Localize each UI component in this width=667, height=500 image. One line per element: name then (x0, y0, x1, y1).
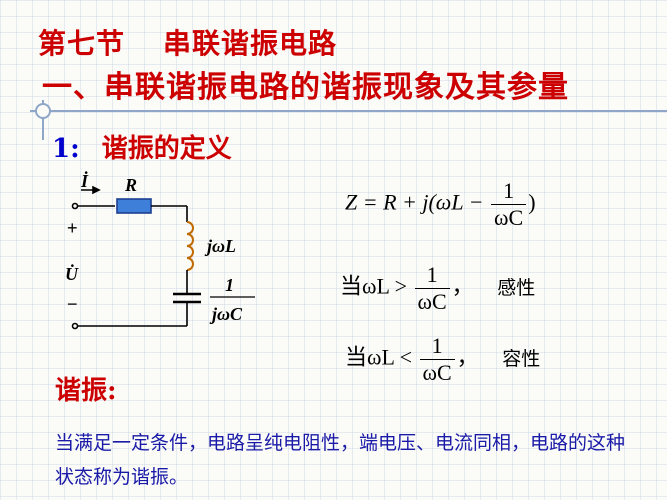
resistor (116, 198, 152, 214)
decorative-line-horizontal (30, 110, 667, 112)
inductive-label: 感性 (497, 276, 536, 299)
capacitive-fraction-denominator: ωC (422, 360, 452, 385)
current-label: İ (80, 170, 89, 191)
impedance-formula-suffix: ) (528, 189, 536, 215)
inductive-fraction-denominator: ωC (417, 289, 447, 314)
capacitive-label: 容性 (502, 347, 541, 370)
polarity-minus: − (67, 294, 78, 314)
voltage-label: U̇ (65, 263, 79, 284)
capacitive-comma: ， (456, 344, 479, 370)
resistor-label: R (124, 175, 137, 195)
page-heading: 一、串联谐振电路的谐振现象及其参量 (42, 70, 569, 105)
inductor-label: jωL (204, 236, 236, 256)
impedance-fraction-numerator: 1 (491, 178, 527, 205)
subheading-number: 1: (52, 134, 80, 164)
terminal-bottom (71, 322, 79, 330)
capacitor-label-denominator: jωC (209, 304, 243, 324)
subheading: 1: 谐振的定义 (52, 128, 232, 165)
inductive-condition-prefix: 当ωL > (340, 273, 408, 299)
inductive-fraction-numerator: 1 (414, 262, 450, 289)
series-rlc-circuit-diagram: İ R jωL 1 jωC U̇ + − (65, 170, 255, 330)
capacitive-fraction-numerator: 1 (419, 333, 455, 360)
current-arrow-head (92, 185, 101, 195)
section-name: 串联谐振电路 (163, 27, 338, 60)
resonance-definition: 当满足一定条件，电路呈纯电阻性，端电压、电流同相，电路的这种状态称为谐振。 (55, 432, 626, 488)
terminal-top (71, 202, 79, 210)
section-number: 第七节 (38, 27, 126, 60)
capacitive-condition-prefix: 当ωL < (345, 344, 413, 370)
inductive-comma: ， (451, 273, 474, 299)
polarity-plus: + (67, 218, 78, 238)
inductor-coil (186, 221, 194, 271)
impedance-fraction-denominator: ωC (494, 205, 524, 230)
capacitor-label-numerator: 1 (225, 275, 234, 295)
resonance-label: 谐振: (55, 376, 117, 406)
decorative-circle (35, 103, 51, 119)
section-title: 第七节 串联谐振电路 (38, 22, 337, 62)
impedance-formula-prefix: Z = R + j(ωL − (345, 189, 484, 215)
subheading-title: 谐振的定义 (101, 134, 232, 164)
decorative-line-vertical (42, 100, 44, 140)
